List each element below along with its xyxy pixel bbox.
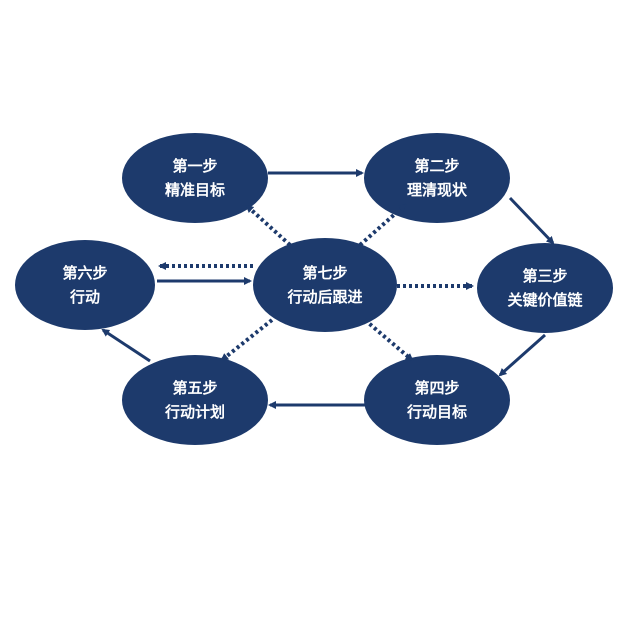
node-shape-7 [253,238,397,332]
step-label: 理清现状 [406,181,467,199]
step-label: 行动 [69,288,100,306]
step-number: 第四步 [414,379,460,397]
dotted-arrow-7-to-5 [220,318,274,362]
node-shape-4 [364,355,510,445]
node-step-4: 第四步 行动目标 [364,355,510,445]
dotted-arrow-7-to-2 [358,203,407,247]
dotted-arrow-7-to-1 [245,204,292,247]
dotted-arrow-7-to-4 [363,318,414,362]
step-label: 行动计划 [164,403,225,421]
step-number: 第三步 [522,267,568,285]
node-step-1: 第一步 精准目标 [122,133,268,223]
step-label: 关键价值链 [507,291,583,309]
node-shape-5 [122,355,268,445]
node-step-6: 第六步 行动 [15,240,155,330]
step-number: 第一步 [172,157,218,175]
step-number: 第六步 [62,264,108,282]
arrow-3-to-4 [498,333,546,377]
arrow-2-to-3 [508,196,555,245]
node-shape-1 [122,133,268,223]
step-number: 第五步 [172,379,218,397]
node-shape-6 [15,240,155,330]
node-step-5: 第五步 行动计划 [122,355,268,445]
step-label: 行动后跟进 [287,288,363,306]
node-step-2: 第二步 理清现状 [364,133,510,223]
node-shape-2 [364,133,510,223]
step-number: 第二步 [414,157,460,175]
node-step-3: 第三步 关键价值链 [477,243,613,333]
node-step-7: 第七步 行动后跟进 [253,238,397,332]
step-label: 行动目标 [406,403,467,421]
step-number: 第七步 [302,264,348,282]
step-label: 精准目标 [164,181,225,199]
node-shape-3 [477,243,613,333]
arrow-5-to-6 [101,328,151,363]
